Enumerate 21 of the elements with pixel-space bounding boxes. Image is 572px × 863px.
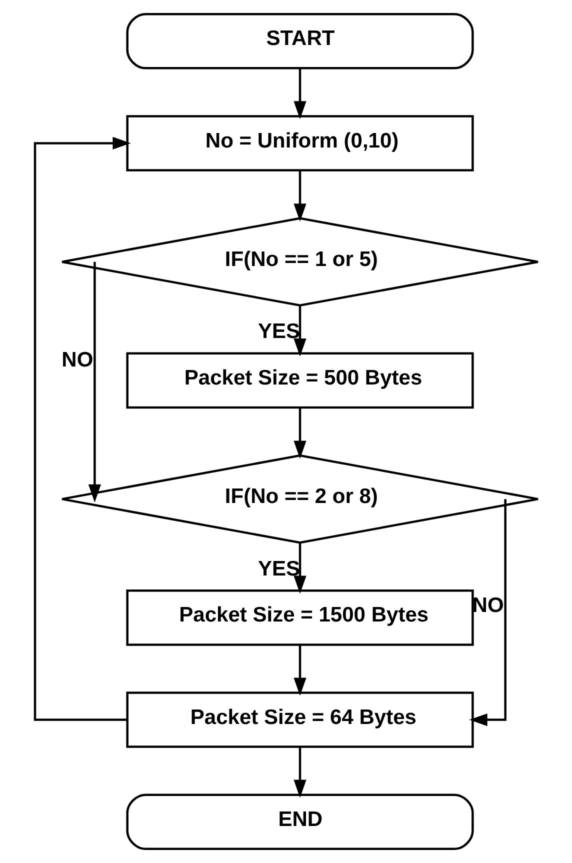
arrow <box>293 408 306 459</box>
node-diamond: IF(No == 1 or 5) <box>60 217 539 307</box>
node-box: Packet Size = 500 Bytes <box>126 352 474 409</box>
arrow <box>468 499 506 726</box>
edge-label: YES <box>257 557 300 580</box>
arrow <box>293 543 306 594</box>
edge-label: YES <box>257 320 300 344</box>
arrow <box>293 306 306 357</box>
arrow <box>293 747 306 798</box>
arrow <box>293 68 306 120</box>
node-box: Packet Size = 64 Bytes <box>126 692 474 748</box>
edge-label: NO <box>61 348 93 372</box>
node-box: Packet Size = 1500 Bytes <box>126 590 474 646</box>
arrow <box>293 645 306 696</box>
node-box: No = Uniform (0,10) <box>126 115 474 172</box>
node-box: END <box>126 794 474 850</box>
node-box: START <box>126 12 474 70</box>
node-diamond: IF(No == 2 or 8) <box>60 454 539 544</box>
arrow <box>293 170 306 222</box>
arrow <box>33 136 130 721</box>
arrow <box>88 262 100 502</box>
